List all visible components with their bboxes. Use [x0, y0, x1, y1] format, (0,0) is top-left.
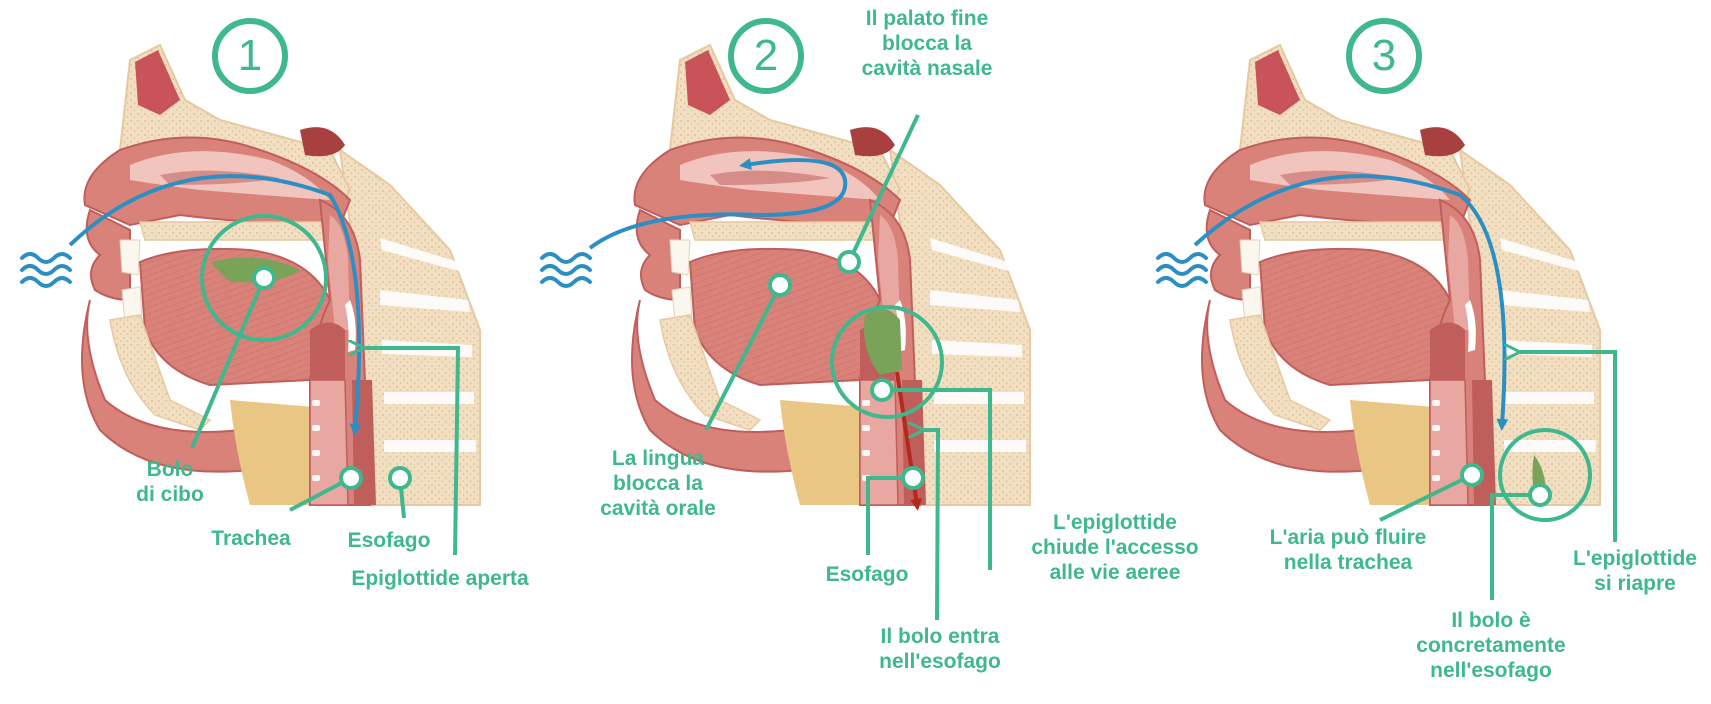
wave-lines-icon [542, 254, 590, 286]
label-aria: L'aria può fluire nella trachea [1253, 525, 1443, 575]
panel-3-anatomy [1158, 45, 1600, 505]
label-esofago: Esofago [334, 528, 444, 553]
label-epiglottide-chiude: L'epiglottide chiude l'accesso alle vie … [1020, 510, 1210, 585]
label-lingua: La lingua blocca la cavità orale [588, 446, 728, 521]
label-bolo-entra: Il bolo entra nell'esofago [855, 624, 1025, 674]
step-number-3: 3 [1346, 18, 1422, 94]
wave-lines-icon [22, 254, 70, 286]
label-epiglottide-aperta: Epiglottide aperta [315, 566, 565, 591]
label-epiglottide-riapre: L'epiglottide si riapre [1560, 546, 1710, 596]
step-number-1: 1 [212, 18, 288, 94]
step-number-2: 2 [728, 18, 804, 94]
label-trachea: Trachea [196, 526, 306, 551]
wave-lines-icon [1158, 254, 1206, 286]
label-palato-fine: Il palato fine blocca la cavità nasale [842, 6, 1012, 81]
panel-1-anatomy [22, 45, 480, 505]
label-bolo-concretamente: Il bolo è concretamente nell'esofago [1406, 608, 1576, 683]
label-bolo-di-cibo: Bolo di cibo [125, 457, 215, 507]
label-esofago-2: Esofago [812, 562, 922, 587]
